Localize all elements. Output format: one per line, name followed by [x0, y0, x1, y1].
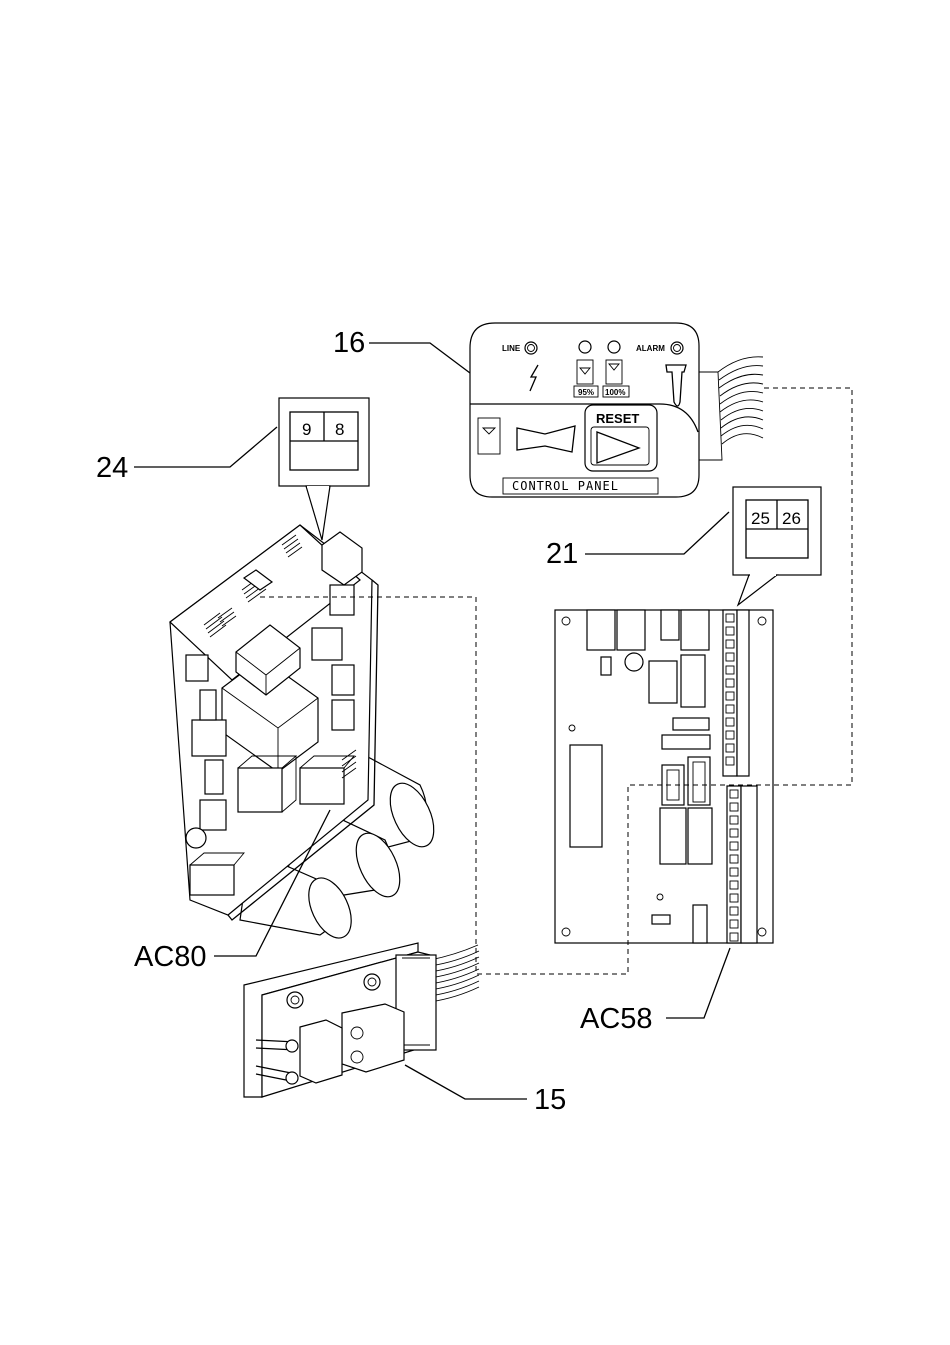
leader-16 [369, 343, 470, 373]
reset-label: RESET [596, 411, 639, 426]
inset-21: 25 26 [733, 487, 821, 605]
inset-24: 9 8 [279, 398, 369, 540]
callout-ac58: AC58 [580, 1003, 653, 1035]
inset-21-left-number: 25 [751, 509, 770, 528]
inset-21-right-number: 26 [782, 509, 801, 528]
left-pcb-assembly [170, 525, 443, 945]
alarm-label: ALARM [636, 344, 665, 353]
callout-21: 21 [546, 538, 578, 570]
leader-24 [134, 427, 277, 467]
level-100-label: 100% [605, 388, 625, 397]
callout-ac80: AC80 [134, 941, 207, 973]
line-led-icon [525, 342, 537, 354]
level-100-led-icon [608, 341, 620, 353]
level-95-label: 95% [578, 388, 594, 397]
control-panel-label: CONTROL PANEL [512, 479, 619, 493]
alarm-led-icon [671, 342, 683, 354]
level-95-led-icon [579, 341, 591, 353]
line-label: LINE [502, 344, 521, 353]
callout-16: 16 [333, 327, 365, 359]
callout-24: 24 [96, 452, 128, 484]
inset-24-left-number: 9 [302, 420, 311, 439]
relay-board [244, 943, 479, 1097]
control-panel: LINE ALARM 95% 100% RESET CONTROL PANEL [470, 323, 763, 497]
reset-button[interactable]: RESET [585, 405, 657, 471]
leader-21 [585, 512, 729, 554]
inset-24-right-number: 8 [335, 420, 344, 439]
panel-ribbon-cable [699, 357, 763, 460]
leader-15 [405, 1065, 527, 1099]
right-pcb [555, 610, 773, 943]
callout-15: 15 [534, 1084, 566, 1116]
leader-ac58 [666, 948, 730, 1018]
